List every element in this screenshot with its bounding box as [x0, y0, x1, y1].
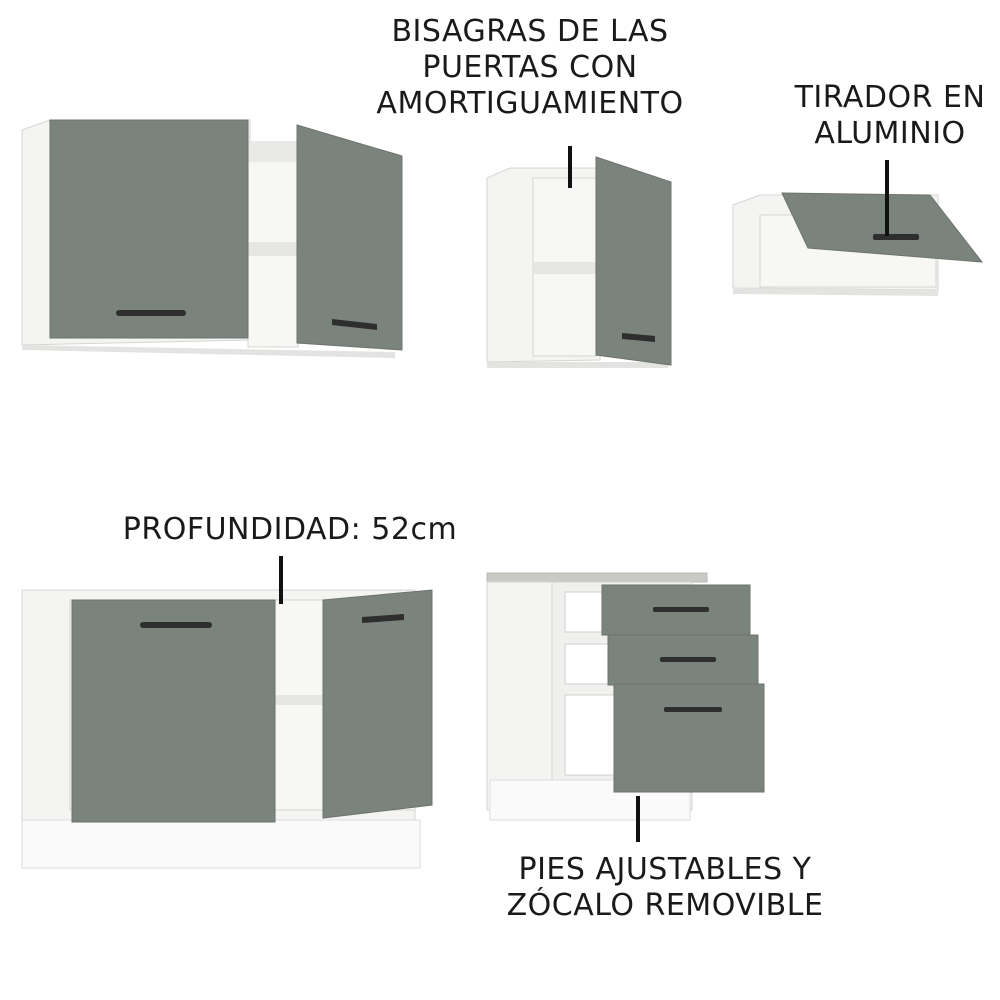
hinges-callout-line-3: AMORTIGUAMIENTO — [376, 86, 684, 121]
base-cabinet-two-doors-icon — [21, 589, 433, 869]
feet-callout-line-2: ZÓCALO REMOVIBLE — [506, 888, 824, 923]
base-cabinet-drawers-icon — [486, 572, 765, 821]
depth-callout-line-1: PROFUNDIDAD: 52cm — [122, 512, 458, 547]
hinges-callout-line-2: PUERTAS CON — [422, 50, 638, 85]
feet-callout: PIES AJUSTABLES Y ZÓCALO REMOVIBLE — [490, 852, 840, 924]
hinges-callout: BISAGRAS DE LAS PUERTAS CON AMORTIGUAMIE… — [360, 14, 700, 122]
wall-cabinet-two-doors-icon — [21, 119, 403, 358]
handle-callout-line-1: TIRADOR EN — [794, 80, 986, 115]
feet-callout-line-1: PIES AJUSTABLES Y — [518, 852, 812, 887]
wall-cabinet-flip-up-icon — [732, 192, 984, 296]
handle-callout: TIRADOR EN ALUMINIO — [790, 80, 990, 152]
wall-cabinet-single-door-icon — [486, 156, 672, 368]
hinges-callout-line-1: BISAGRAS DE LAS — [391, 14, 669, 49]
depth-callout: PROFUNDIDAD: 52cm — [110, 512, 470, 548]
handle-callout-line-2: ALUMINIO — [814, 116, 966, 151]
